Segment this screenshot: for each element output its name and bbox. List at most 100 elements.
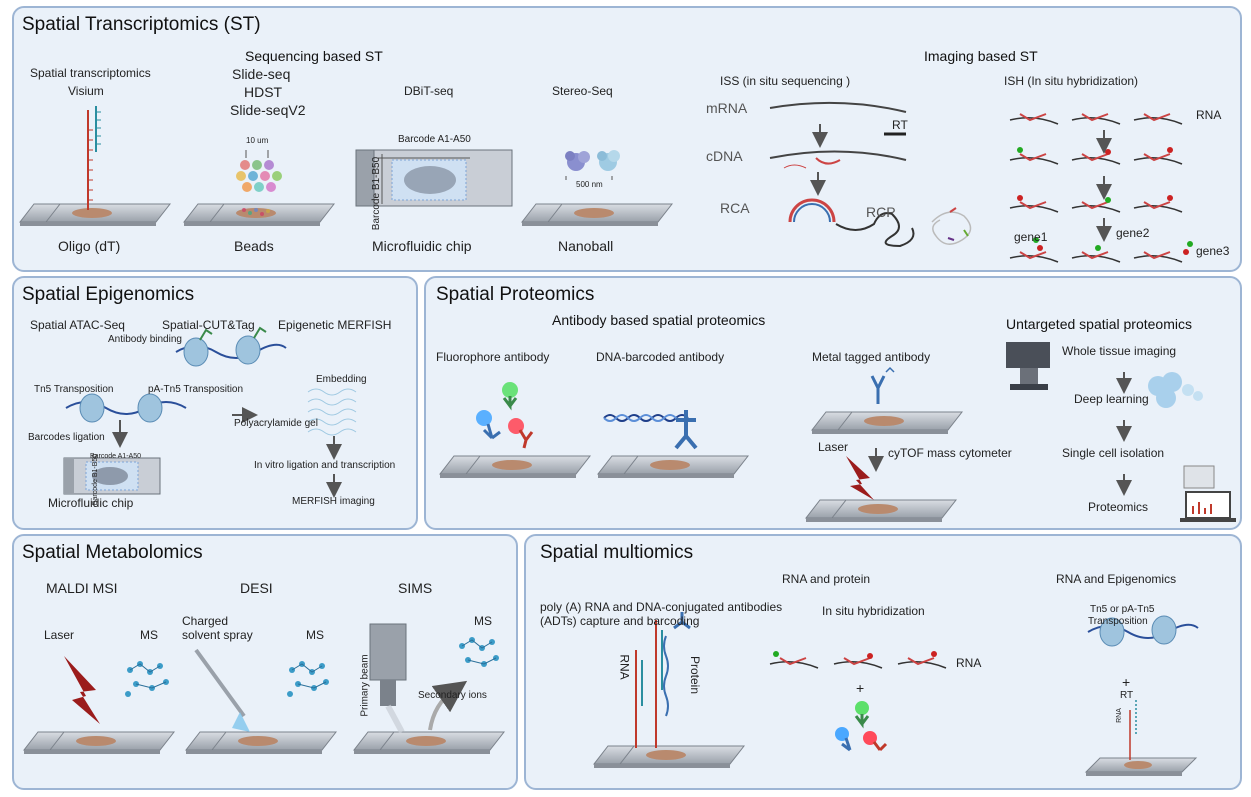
ish-label: ISH (In situ hybridization) [1004,74,1139,88]
slide-desi [184,731,338,754]
slide-metal [810,411,964,434]
dna-barcoded-antibody [603,410,698,450]
slide-metal-lower [804,499,958,522]
epi-title: Spatial Epigenomics [22,284,195,305]
epi-arrows [232,407,342,498]
ms-molecules-maldi [125,661,169,697]
polya-label-1: poly (A) RNA and DNA-conjugated antibodi… [540,600,783,614]
multi-rt-label: RT [1120,690,1134,701]
epi-gel-grid [307,388,357,436]
slide-fluoro [438,455,592,478]
primary-beam-label: Primary beam [359,654,371,717]
sims-beam [369,623,468,734]
multi-rna-small: RNA [1115,708,1123,723]
metal-tagged-label: Metal tagged antibody [812,350,931,364]
visium-label-1: Spatial transcriptomics [30,66,151,80]
rt-label: RT [892,118,908,132]
slide-dna-barcoded [596,455,750,478]
dbit-label: DBiT-seq [404,84,454,98]
slide-beads [182,203,336,226]
epi-nucleosomes [65,326,287,448]
multi-rna-label: RNA [956,656,982,670]
fluoro-antibodies [476,382,534,449]
slide-multi-epi [1084,757,1198,776]
spatial-proteomics-panel [424,276,1242,530]
nanoball-label: Nanoball [558,238,614,254]
cytof-label: cyTOF mass cytometer [888,446,1012,460]
slide-visium [18,203,172,226]
slide-stereo [520,203,674,226]
barcode-b-label: Barcode B1-B50 [371,156,383,231]
st-seq-header: Sequencing based ST [245,48,383,64]
antibody-binding-label: Antibody binding [108,334,182,345]
laptop-icon [1180,491,1236,522]
proteomics-label: Proteomics [1088,500,1149,514]
desi-label: DESI [240,580,273,596]
antibody-header: Antibody based spatial proteomics [552,312,766,328]
prot-title: Spatial Proteomics [436,284,595,305]
sims-label: SIMS [398,580,433,596]
slide-sims [352,731,506,754]
visium-label-2: Visium [68,84,104,98]
epi-chip [63,457,161,495]
epi-merfish-label: Epigenetic MERFISH [278,318,392,332]
desi-charged-label-1: Charged [182,614,229,628]
ish-diagram [1009,113,1193,263]
deep-learning-label: Deep learning [1074,392,1149,406]
untargeted-header: Untargeted spatial proteomics [1006,316,1192,332]
desi-ms-label: MS [306,628,324,642]
invitro-label: In vitro ligation and transcription [254,460,396,471]
adt-probes [635,612,691,748]
epi-microfluidic-label: Microfluidic chip [48,496,134,510]
nanoball-blobs [565,150,620,180]
maldi-label: MALDI MSI [46,580,118,596]
patn5-label: pA-Tn5 Transposition [148,384,244,395]
beads-label: Beads [234,238,274,254]
ish-rna-label: RNA [1196,108,1222,122]
slideseq-label: Slide-seq [232,66,291,82]
multi-epi-probe [1129,700,1137,760]
multi-ish-label: In situ hybridization [822,604,925,618]
ms-molecules-sims [459,637,499,667]
sims-ms-label: MS [474,614,492,628]
st-img-header: Imaging based ST [924,48,1038,64]
multi-tn5-label-2: Transposition [1088,616,1148,627]
multi-plus-2: + [1122,674,1131,690]
polyacrylamide-label: Polyacrylamide gel [234,418,318,429]
visium-probe [87,106,101,210]
multi-plus: + [856,680,865,696]
beads-cluster [236,150,282,192]
cuttag-label: Spatial-CUT&Tag [162,318,255,332]
multi-title: Spatial multiomics [540,542,694,563]
cdna-label: cDNA [706,148,743,164]
dbit-chip [355,149,513,207]
tn5-label: Tn5 Transposition [34,384,114,395]
multi-epi-nucleosomes [1087,615,1199,647]
st-title: Spatial Transcriptomics (ST) [22,14,261,35]
ms-instrument-icon [1183,465,1215,489]
rna-protein-label: RNA and protein [782,572,871,586]
nm500-label: 500 nm [576,180,603,189]
iss-label: ISS (in situ sequencing ) [720,74,851,88]
maldi-laser-label: Laser [44,628,75,642]
multi-ish-strands [769,651,947,669]
hdst-label: HDST [244,84,283,100]
epi-chip-a-label: Barcode A1-A50 [90,453,141,460]
metal-antibody [870,366,895,404]
slide-maldi [22,731,176,754]
meta-title: Spatial Metabolomics [22,542,203,563]
gene1-label: gene1 [1014,230,1048,244]
rcp-label: RCP [866,204,896,220]
multi-protein-vertical: Protein [688,655,703,695]
whole-tissue-label: Whole tissue imaging [1062,344,1177,358]
microscope-icon [1006,342,1050,390]
rna-epi-label: RNA and Epigenomics [1056,572,1177,586]
oligo-dt-label: Oligo (dT) [58,238,121,254]
stereo-seq-label: Stereo-Seq [552,84,613,98]
maldi-ms-label: MS [140,628,158,642]
brain-icon [1148,372,1203,408]
slideseqv2-label: Slide-seqV2 [230,102,306,118]
barcode-a-label: Barcode A1-A50 [398,134,471,145]
desi-charged-label-2: solvent spray [182,628,253,642]
